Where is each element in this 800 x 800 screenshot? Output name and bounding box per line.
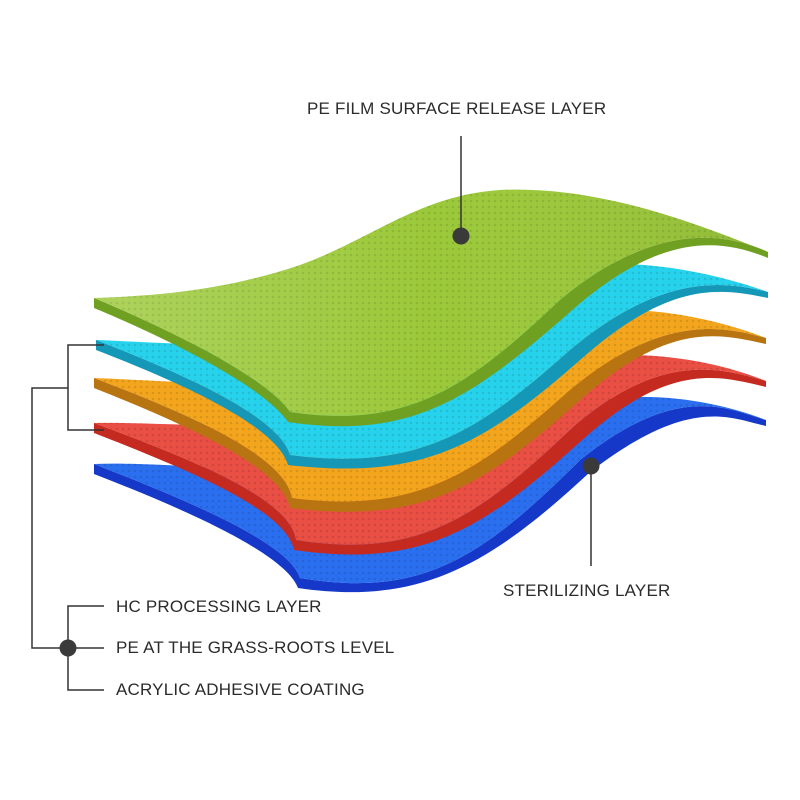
- label-sterilizing-layer: STERILIZING LAYER: [503, 581, 671, 600]
- sterilizing-callout-dot: [582, 457, 600, 475]
- bottom-bracket-dot: [59, 639, 77, 657]
- orange-layer-edge: [94, 328, 766, 512]
- red-layer-edge: [94, 369, 766, 555]
- top-callout-dot: [452, 227, 470, 245]
- green-layer-edge: [94, 237, 768, 427]
- layer-green: [94, 189, 768, 427]
- label-pe-grass-roots-level: PE AT THE GRASS-ROOTS LEVEL: [116, 638, 395, 657]
- cyan-layer-edge: [96, 285, 768, 469]
- label-pe-film-surface-release-layer: PE FILM SURFACE RELEASE LAYER: [307, 99, 607, 118]
- left-bracket-outer: [31, 387, 68, 649]
- blue-layer-edge: [94, 406, 766, 593]
- label-hc-processing-layer: HC PROCESSING LAYER: [116, 597, 322, 616]
- label-acrylic-adhesive-coating: ACRYLIC ADHESIVE COATING: [116, 680, 365, 699]
